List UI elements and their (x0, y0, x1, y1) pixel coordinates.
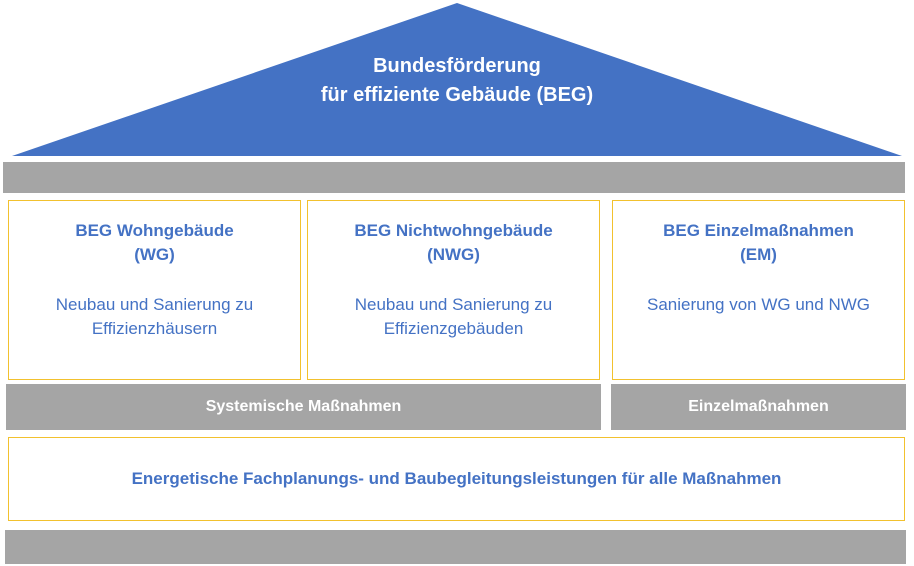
foundation-box: Energetische Fachplanungs- und Baubeglei… (8, 437, 905, 521)
pillar-title: BEG Nichtwohngebäude (354, 221, 553, 240)
pillar-abbrev: (NWG) (427, 245, 480, 264)
pillar-desc: Effizienzhäusern (91, 319, 218, 338)
systemic-measures-bar: Systemische Maßnahmen (6, 384, 601, 430)
top-beam (3, 162, 905, 193)
pillar-nwg: BEG Nichtwohngebäude (NWG) Neubau und San… (307, 200, 600, 380)
pillar-desc: Sanierung von WG und NWG (647, 295, 870, 314)
pillar-title: BEG Einzelmaßnahmen (663, 221, 854, 240)
pillar-abbrev: (WG) (134, 245, 175, 264)
pillar-wg: BEG Wohngebäude (WG) Neubau und Sanierung… (8, 200, 301, 380)
roof-title-line2: für effiziente Gebäude (BEG) (320, 84, 594, 106)
pillar-desc: Effizienzgebäuden (383, 319, 524, 338)
pillar-title: BEG Wohngebäude (75, 221, 234, 240)
roof-title: Bundesförderung für effiziente Gebäude (… (0, 52, 914, 110)
roof-triangle (12, 3, 902, 156)
single-measures-bar: Einzelmaßnahmen (611, 384, 906, 430)
pillar-abbrev: (EM) (740, 245, 777, 264)
pillar-desc: Neubau und Sanierung zu (354, 295, 553, 314)
pillar-em: BEG Einzelmaßnahmen (EM) Sanierung von WG… (612, 200, 905, 380)
roof-title-line1: Bundesförderung (373, 55, 541, 77)
base-beam (5, 530, 906, 564)
pillar-desc: Neubau und Sanierung zu (55, 295, 254, 314)
